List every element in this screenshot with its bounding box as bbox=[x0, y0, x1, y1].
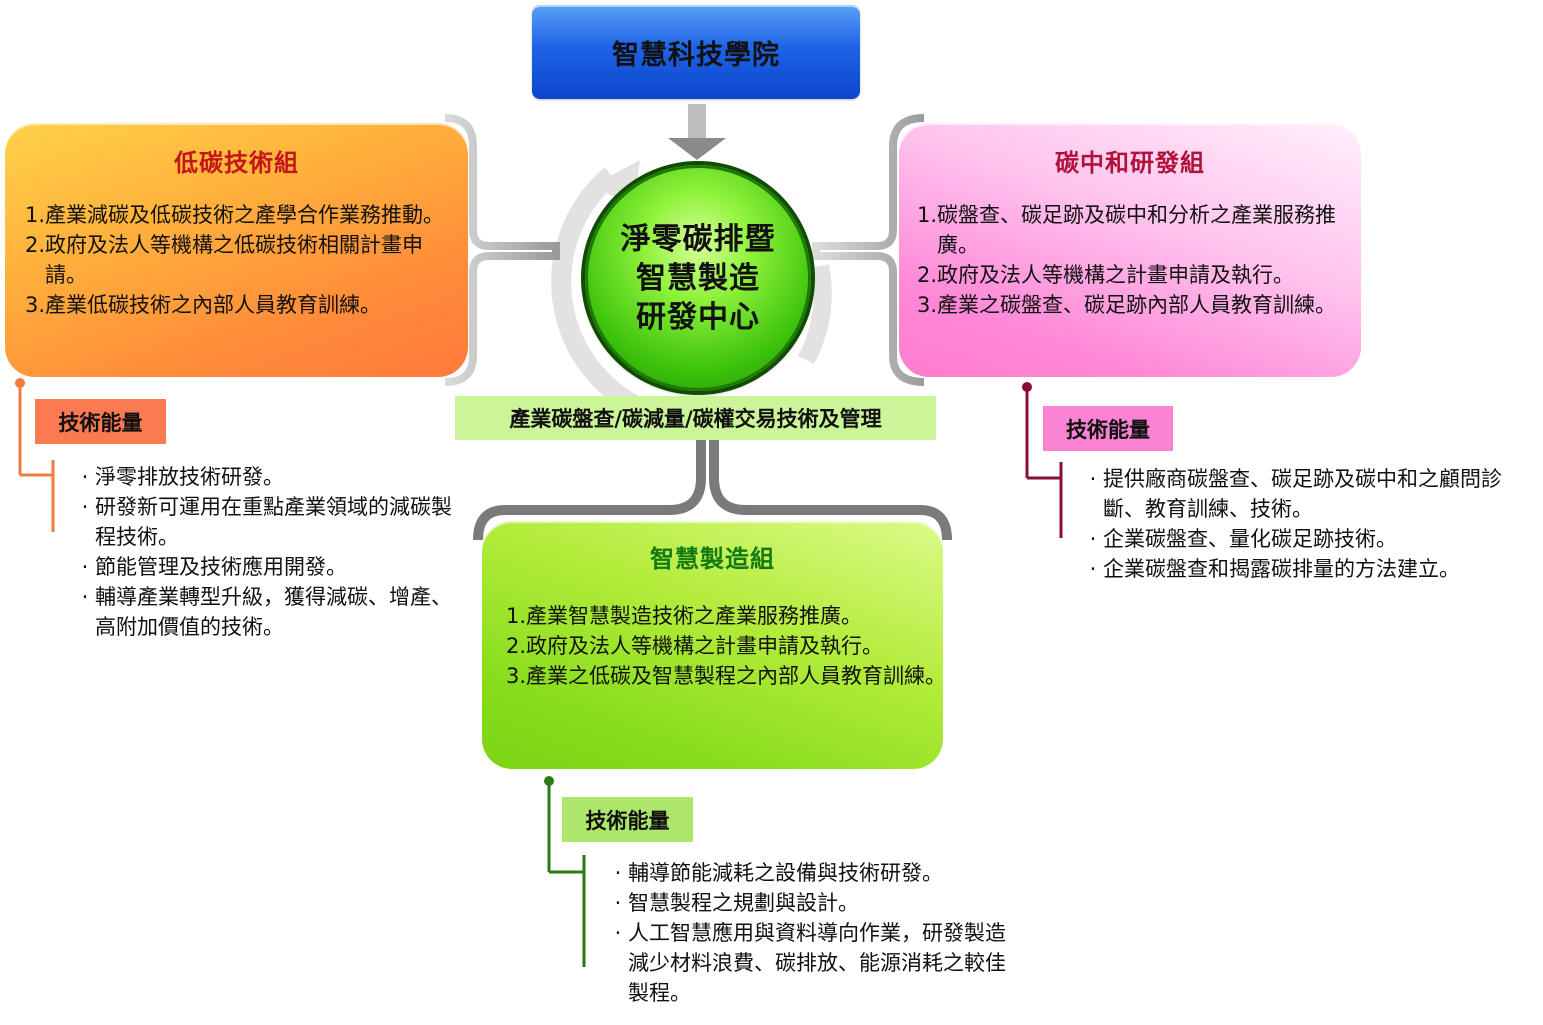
bottom-bracket-connector bbox=[473, 440, 952, 541]
capability-item: ·輔導節能減耗之設備與技術研發。 bbox=[614, 861, 943, 885]
carbon-neutral-capability-list: ·提供廠商碳盤查、碳足跡及碳中和之顧問診斷、教育訓練、技術。 ·企業碳盤查、量化… bbox=[1083, 464, 1538, 584]
duty-item: 1.碳盤查、碳足跡及碳中和分析之產業服務推廣。 bbox=[917, 203, 1336, 257]
capability-item: ·提供廠商碳盤查、碳足跡及碳中和之顧問診斷、教育訓練、技術。 bbox=[1089, 467, 1502, 521]
center-scope-bar: 產業碳盤查/碳減量/碳權交易技術及管理 bbox=[455, 396, 936, 440]
duty-item: 3.產業低碳技術之內部人員教育訓練。 bbox=[25, 293, 381, 317]
capability-item: ·企業碳盤查、量化碳足跡技術。 bbox=[1089, 527, 1397, 551]
center-line: 智慧製造 bbox=[636, 260, 760, 296]
carbon-neutral-group-box: 碳中和研發組 1.碳盤查、碳足跡及碳中和分析之產業服務推廣。 2.政府及法人等機… bbox=[899, 123, 1361, 377]
capability-item: ·企業碳盤查和揭露碳排量的方法建立。 bbox=[1089, 557, 1460, 581]
low-carbon-group-box: 低碳技術組 1.產業減碳及低碳技術之產學合作業務推動。 2.政府及法人等機構之低… bbox=[5, 123, 468, 377]
low-carbon-capability-label: 技術能量 bbox=[35, 399, 166, 444]
center-line: 淨零碳排暨 bbox=[620, 221, 776, 257]
carbon-neutral-capability-label: 技術能量 bbox=[1043, 406, 1173, 451]
smart-manufacturing-group-title: 智慧製造組 bbox=[650, 545, 775, 573]
right-bracket-connector bbox=[812, 114, 925, 386]
duty-item: 1.產業智慧製造技術之產業服務推廣。 bbox=[506, 604, 862, 628]
top-down-arrow bbox=[668, 104, 726, 160]
capability-item: ·人工智慧應用與資料導向作業，研發製造減少材料浪費、碳排放、能源消耗之較佳製程。 bbox=[614, 921, 1006, 1005]
capability-item: ·智慧製程之規劃與設計。 bbox=[614, 891, 859, 915]
right-capability-leader bbox=[1022, 382, 1063, 538]
top-unit-box: 智慧科技學院 bbox=[532, 5, 860, 99]
center-line: 研發中心 bbox=[636, 299, 760, 335]
carbon-neutral-group-title: 碳中和研發組 bbox=[1055, 149, 1205, 177]
duty-item: 1.產業減碳及低碳技術之產學合作業務推動。 bbox=[25, 203, 444, 227]
low-carbon-duty-list: 1.產業減碳及低碳技術之產學合作業務推動。 2.政府及法人等機構之低碳技術相關計… bbox=[25, 200, 455, 320]
duty-item: 3.產業之低碳及智慧製程之內部人員教育訓練。 bbox=[506, 664, 943, 688]
smart-manufacturing-capability-list: ·輔導節能減耗之設備與技術研發。 ·智慧製程之規劃與設計。 ·人工智慧應用與資料… bbox=[608, 858, 1008, 1008]
smart-manufacturing-group-box: 智慧製造組 1.產業智慧製造技術之產業服務推廣。 2.政府及法人等機構之計畫申請… bbox=[482, 521, 943, 769]
low-carbon-capability-list: ·淨零排放技術研發。 ·研發新可運用在重點產業領域的減碳製程技術。 ·節能管理及… bbox=[75, 462, 455, 642]
center-research-node: 淨零碳排暨 智慧製造 研發中心 bbox=[585, 165, 811, 391]
smart-manufacturing-duty-list: 1.產業智慧製造技術之產業服務推廣。 2.政府及法人等機構之計畫申請及執行。 3… bbox=[506, 601, 943, 691]
left-capability-leader bbox=[15, 378, 55, 532]
duty-item: 2.政府及法人等機構之計畫申請及執行。 bbox=[506, 634, 883, 658]
duty-item: 3.產業之碳盤查、碳足跡內部人員教育訓練。 bbox=[917, 293, 1336, 317]
smart-manufacturing-capability-label: 技術能量 bbox=[562, 797, 693, 842]
low-carbon-group-title: 低碳技術組 bbox=[174, 149, 299, 177]
bottom-capability-leader bbox=[544, 776, 586, 967]
duty-item: 2.政府及法人等機構之低碳技術相關計畫申請。 bbox=[25, 233, 423, 287]
left-bracket-connector bbox=[444, 114, 560, 386]
capability-item: ·研發新可運用在重點產業領域的減碳製程技術。 bbox=[81, 495, 452, 549]
duty-item: 2.政府及法人等機構之計畫申請及執行。 bbox=[917, 263, 1294, 287]
carbon-neutral-duty-list: 1.碳盤查、碳足跡及碳中和分析之產業服務推廣。 2.政府及法人等機構之計畫申請及… bbox=[917, 200, 1357, 320]
capability-item: ·淨零排放技術研發。 bbox=[81, 465, 284, 489]
capability-item: ·輔導產業轉型升級，獲得減碳、增產、高附加價值的技術。 bbox=[81, 585, 452, 639]
capability-item: ·節能管理及技術應用開發。 bbox=[81, 555, 347, 579]
